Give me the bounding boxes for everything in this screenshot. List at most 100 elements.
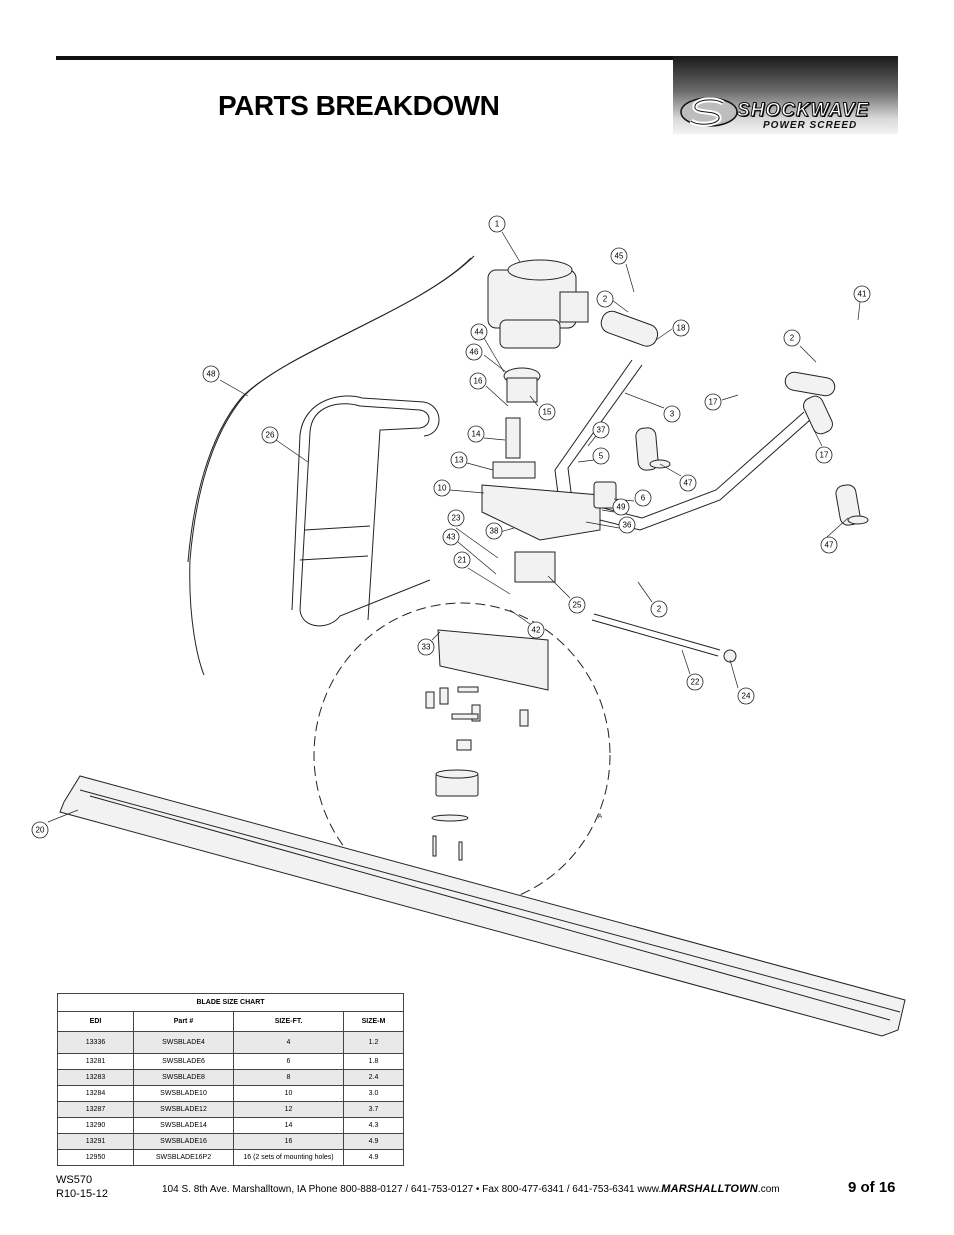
callout-6: 6 — [634, 489, 652, 507]
detail-circle: A — [313, 602, 611, 908]
callout-48: 48 — [202, 365, 220, 383]
callout-15: 15 — [538, 403, 556, 421]
callout-17-right: 17 — [815, 446, 833, 464]
callout-49: 49 — [612, 498, 630, 516]
svg-text:45: 45 — [615, 252, 624, 261]
svg-text:6: 6 — [641, 494, 646, 503]
svg-text:22: 22 — [691, 678, 700, 687]
svg-text:47: 47 — [684, 479, 693, 488]
screed-blade-part — [59, 775, 906, 1037]
logo-swoosh-icon — [680, 97, 738, 127]
callout-45: 45 — [610, 247, 628, 265]
callout-37: 37 — [592, 421, 610, 439]
header-rule — [56, 56, 674, 60]
callout-25: 25 — [568, 596, 586, 614]
logo-subtitle: POWER SCREED — [763, 120, 858, 131]
engine-part — [487, 259, 589, 349]
svg-text:48: 48 — [207, 370, 216, 379]
callout-1: 1 — [488, 215, 506, 233]
column-header-part: Part # — [133, 1011, 234, 1032]
svg-text:24: 24 — [742, 692, 751, 701]
svg-text:14: 14 — [472, 430, 481, 439]
svg-text:21: 21 — [458, 556, 467, 565]
website-domain: .com — [757, 1184, 780, 1195]
mounting-plate-part — [481, 481, 617, 583]
logo-wordmark: SHOCKWAVE — [736, 100, 870, 122]
callout-17-left: 17 — [704, 393, 722, 411]
svg-text:1: 1 — [495, 220, 500, 229]
callout-16-left: 16 — [469, 372, 487, 390]
callout-2-bottom: 2 — [650, 600, 668, 618]
callout-43: 43 — [442, 528, 460, 546]
callout-2-right: 2 — [783, 329, 801, 347]
svg-text:15: 15 — [543, 408, 552, 417]
svg-text:17: 17 — [820, 451, 829, 460]
address-text: 104 S. 8th Ave. Marshalltown, IA Phone 8… — [162, 1184, 662, 1195]
svg-text:2: 2 — [790, 334, 795, 343]
column-header-edi: EDI — [57, 1011, 134, 1032]
callout-13: 13 — [450, 451, 468, 469]
svg-text:49: 49 — [617, 503, 626, 512]
svg-text:25: 25 — [573, 601, 582, 610]
callout-26: 26 — [261, 426, 279, 444]
svg-text:17: 17 — [709, 398, 718, 407]
svg-text:3: 3 — [670, 410, 675, 419]
callout-47-bottom: 47 — [820, 536, 838, 554]
detail-label: A — [598, 814, 602, 820]
leader-lines — [47, 231, 861, 823]
blade-size-chart: BLADE SIZE CHART EDI Part # SIZE-FT. SIZ… — [57, 993, 404, 1166]
svg-text:42: 42 — [532, 626, 541, 635]
page-number: 9 of 16 — [848, 1179, 896, 1196]
callout-2-top: 2 — [596, 290, 614, 308]
callout-22: 22 — [686, 673, 704, 691]
callout-21: 21 — [453, 551, 471, 569]
callout-23: 23 — [447, 509, 465, 527]
callout-47-top: 47 — [679, 474, 697, 492]
callout-10: 10 — [433, 479, 451, 497]
handle-frame-part — [291, 395, 440, 627]
parts-diagram: A — [31, 215, 906, 1037]
handle-tube-part — [554, 310, 836, 531]
revision-date: R10-15-12 — [56, 1188, 108, 1200]
shockwave-logo: SHOCKWAVE POWER SCREED — [673, 56, 898, 134]
callout-33: 33 — [417, 638, 435, 656]
svg-text:46: 46 — [470, 348, 479, 357]
callout-20: 20 — [31, 821, 49, 839]
svg-text:37: 37 — [597, 426, 606, 435]
svg-text:2: 2 — [657, 605, 662, 614]
callout-24: 24 — [737, 687, 755, 705]
svg-text:47: 47 — [825, 541, 834, 550]
svg-text:20: 20 — [36, 826, 45, 835]
shaft-assembly — [492, 367, 541, 479]
callout-3: 3 — [663, 405, 681, 423]
callout-44: 44 — [470, 323, 488, 341]
svg-text:43: 43 — [447, 533, 456, 542]
page-title: PARTS BREAKDOWN — [218, 90, 500, 121]
svg-text:18: 18 — [677, 324, 686, 333]
document-code: WS570 R10-15-12 — [56, 1173, 108, 1201]
callout-36: 36 — [618, 516, 636, 534]
svg-text:33: 33 — [422, 643, 431, 652]
callout-42: 42 — [527, 621, 545, 639]
svg-text:13: 13 — [455, 456, 464, 465]
svg-text:16: 16 — [474, 377, 483, 386]
blade-size-chart-caption: BLADE SIZE CHART — [57, 993, 404, 1012]
callout-46: 46 — [465, 343, 483, 361]
callout-14: 14 — [467, 425, 485, 443]
column-header-size-ft: SIZE-FT. — [233, 1011, 344, 1032]
detail-hardware — [425, 686, 529, 861]
cable-part-inner — [187, 257, 472, 563]
svg-text:36: 36 — [623, 521, 632, 530]
footer-address: 104 S. 8th Ave. Marshalltown, IA Phone 8… — [162, 1183, 780, 1195]
svg-text:38: 38 — [490, 527, 499, 536]
plate-part — [437, 629, 549, 691]
grip-parts — [635, 427, 869, 526]
svg-text:5: 5 — [599, 452, 604, 461]
document-number: WS570 — [56, 1174, 93, 1186]
